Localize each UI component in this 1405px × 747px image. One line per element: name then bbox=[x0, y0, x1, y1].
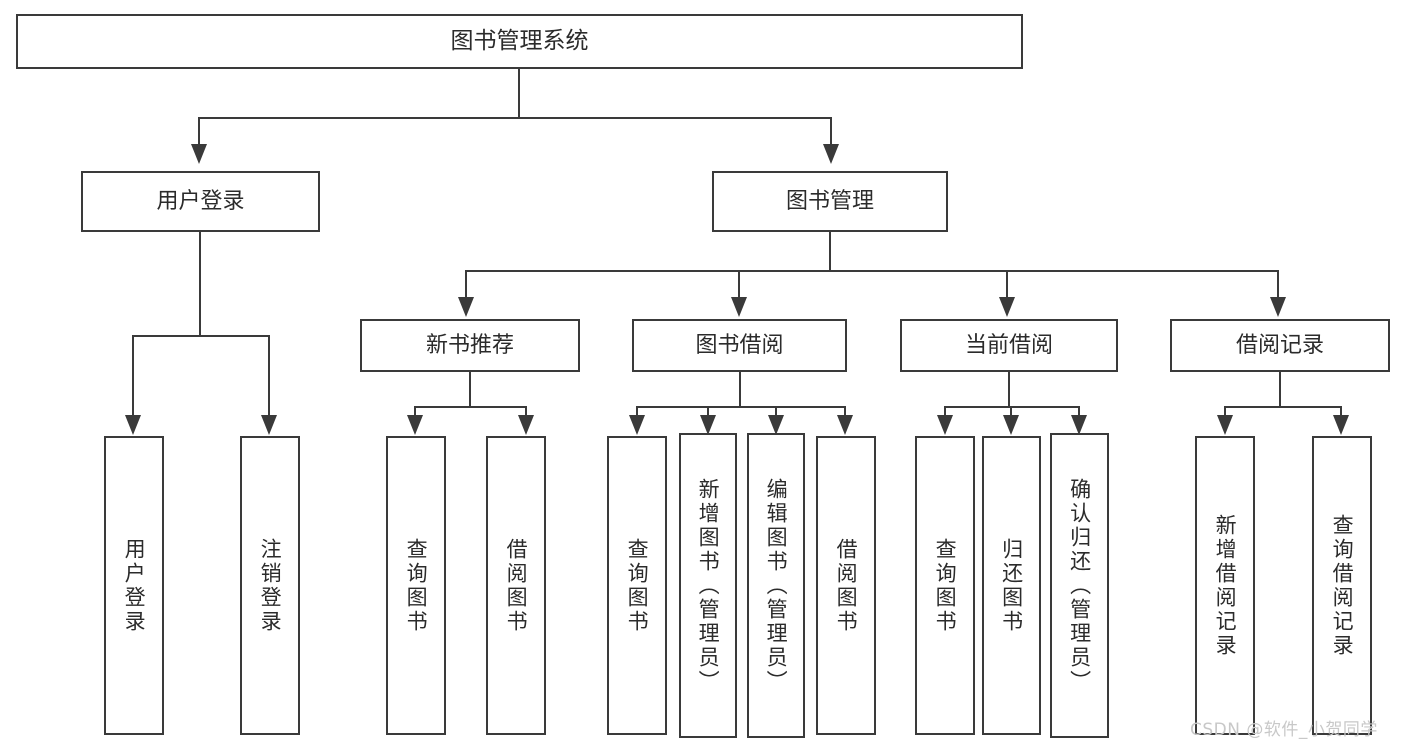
connector-bm-child-3 bbox=[1277, 270, 1279, 298]
node-label: 归还图书 bbox=[999, 537, 1024, 634]
node-root-book-management-system[interactable]: 图书管理系统 bbox=[16, 14, 1023, 69]
connector-br-child-1 bbox=[1340, 406, 1342, 418]
arrowhead-leaf-current-borrow-1 bbox=[1003, 415, 1019, 435]
arrowhead-leaf-book-borrow-2 bbox=[768, 415, 784, 435]
arrowhead-leaf-borrow-record-1 bbox=[1333, 415, 1349, 435]
arrowhead-user-login bbox=[191, 144, 207, 164]
node-label: 新增图书（管理员） bbox=[696, 477, 721, 694]
connector-borrow-record-bus bbox=[1224, 406, 1342, 408]
connector-cb-child-1 bbox=[1010, 406, 1012, 418]
connector-new-book-stem bbox=[469, 372, 471, 407]
connector-bm-child-0 bbox=[465, 270, 467, 298]
node-label: 查询图书 bbox=[625, 537, 650, 634]
connector-borrow-record-stem bbox=[1279, 372, 1281, 407]
connector-book-borrow-bus bbox=[636, 406, 845, 408]
connector-current-borrow-stem bbox=[1008, 372, 1010, 407]
node-label: 新增借阅记录 bbox=[1213, 513, 1238, 658]
arrowhead-leaf-new-book-0 bbox=[407, 415, 423, 435]
arrowhead-leaf-current-borrow-0 bbox=[937, 415, 953, 435]
arrowhead-leaf-user-login-1 bbox=[261, 415, 277, 435]
leaf-book-borrow-edit[interactable]: 编辑图书（管理员） bbox=[747, 433, 805, 738]
node-label: 借阅图书 bbox=[834, 537, 859, 634]
leaf-borrow-record-query[interactable]: 查询借阅记录 bbox=[1312, 436, 1372, 735]
connector-bm-child-1 bbox=[738, 270, 740, 298]
connector-book-management-bus bbox=[465, 270, 1279, 272]
node-label: 查询图书 bbox=[933, 537, 958, 634]
node-label: 注销登录 bbox=[258, 537, 283, 634]
connector-root-stem bbox=[518, 69, 520, 117]
arrowhead-book-management bbox=[823, 144, 839, 164]
leaf-current-borrow-return[interactable]: 归还图书 bbox=[982, 436, 1041, 735]
connector-bm-child-2 bbox=[1006, 270, 1008, 298]
arrowhead-leaf-user-login-0 bbox=[125, 415, 141, 435]
watermark-csdn: CSDN @软件_小贺同学 bbox=[1190, 720, 1378, 740]
connector-root-bus bbox=[198, 117, 832, 119]
arrowhead-leaf-current-borrow-2 bbox=[1071, 415, 1087, 435]
connector-bb-child-1 bbox=[707, 406, 709, 418]
connector-nb-child-0 bbox=[414, 406, 416, 418]
node-book-management[interactable]: 图书管理 bbox=[712, 171, 948, 232]
leaf-user-login-login[interactable]: 用户登录 bbox=[104, 436, 164, 735]
node-label: 当前借阅 bbox=[964, 332, 1053, 358]
connector-current-borrow-bus bbox=[944, 406, 1080, 408]
node-label: 查询图书 bbox=[404, 537, 429, 634]
connector-bb-child-2 bbox=[775, 406, 777, 418]
arrowhead-leaf-book-borrow-1 bbox=[700, 415, 716, 435]
leaf-new-book-query[interactable]: 查询图书 bbox=[386, 436, 446, 735]
leaf-new-book-borrow[interactable]: 借阅图书 bbox=[486, 436, 546, 735]
connector-root-to-book-management bbox=[830, 117, 832, 145]
node-label: 图书管理系统 bbox=[450, 28, 589, 55]
node-label: 编辑图书（管理员） bbox=[764, 477, 789, 694]
connector-root-to-user-login bbox=[198, 117, 200, 145]
leaf-current-borrow-query[interactable]: 查询图书 bbox=[915, 436, 975, 735]
arrowhead-leaf-book-borrow-3 bbox=[837, 415, 853, 435]
node-user-login[interactable]: 用户登录 bbox=[81, 171, 320, 232]
leaf-borrow-record-add[interactable]: 新增借阅记录 bbox=[1195, 436, 1255, 735]
node-label: 确认归还（管理员） bbox=[1067, 477, 1092, 694]
node-new-book-recommend[interactable]: 新书推荐 bbox=[360, 319, 580, 372]
node-book-borrow[interactable]: 图书借阅 bbox=[632, 319, 847, 372]
node-label: 新书推荐 bbox=[425, 332, 514, 358]
connector-bb-child-0 bbox=[636, 406, 638, 418]
connector-cb-child-0 bbox=[944, 406, 946, 418]
connector-br-child-0 bbox=[1224, 406, 1226, 418]
connector-bb-child-3 bbox=[844, 406, 846, 418]
connector-new-book-bus bbox=[414, 406, 527, 408]
connector-cb-child-2 bbox=[1078, 406, 1080, 418]
connector-book-management-stem bbox=[829, 232, 831, 271]
node-label: 图书管理 bbox=[785, 188, 874, 214]
arrowhead-leaf-new-book-1 bbox=[518, 415, 534, 435]
arrowhead-book-borrow bbox=[731, 297, 747, 317]
arrowhead-leaf-book-borrow-0 bbox=[629, 415, 645, 435]
leaf-book-borrow-borrow[interactable]: 借阅图书 bbox=[816, 436, 876, 735]
connector-book-borrow-stem bbox=[739, 372, 741, 407]
node-label: 查询借阅记录 bbox=[1330, 513, 1355, 658]
connector-user-login-bus bbox=[132, 335, 270, 337]
arrowhead-leaf-borrow-record-0 bbox=[1217, 415, 1233, 435]
node-current-borrow[interactable]: 当前借阅 bbox=[900, 319, 1118, 372]
connector-user-login-stem bbox=[199, 232, 201, 336]
leaf-current-borrow-confirm[interactable]: 确认归还（管理员） bbox=[1050, 433, 1109, 738]
connector-user-login-child-1 bbox=[268, 335, 270, 417]
arrowhead-new-book bbox=[458, 297, 474, 317]
node-label: 借阅记录 bbox=[1235, 332, 1324, 358]
node-label: 用户登录 bbox=[156, 188, 245, 214]
node-borrow-record[interactable]: 借阅记录 bbox=[1170, 319, 1390, 372]
node-label: 图书借阅 bbox=[695, 332, 784, 358]
arrowhead-borrow-record bbox=[1270, 297, 1286, 317]
connector-user-login-child-0 bbox=[132, 335, 134, 417]
leaf-user-login-logout[interactable]: 注销登录 bbox=[240, 436, 300, 735]
arrowhead-current-borrow bbox=[999, 297, 1015, 317]
leaf-book-borrow-query[interactable]: 查询图书 bbox=[607, 436, 667, 735]
leaf-book-borrow-add[interactable]: 新增图书（管理员） bbox=[679, 433, 737, 738]
node-label: 用户登录 bbox=[122, 537, 147, 634]
node-label: 借阅图书 bbox=[504, 537, 529, 634]
connector-nb-child-1 bbox=[525, 406, 527, 418]
